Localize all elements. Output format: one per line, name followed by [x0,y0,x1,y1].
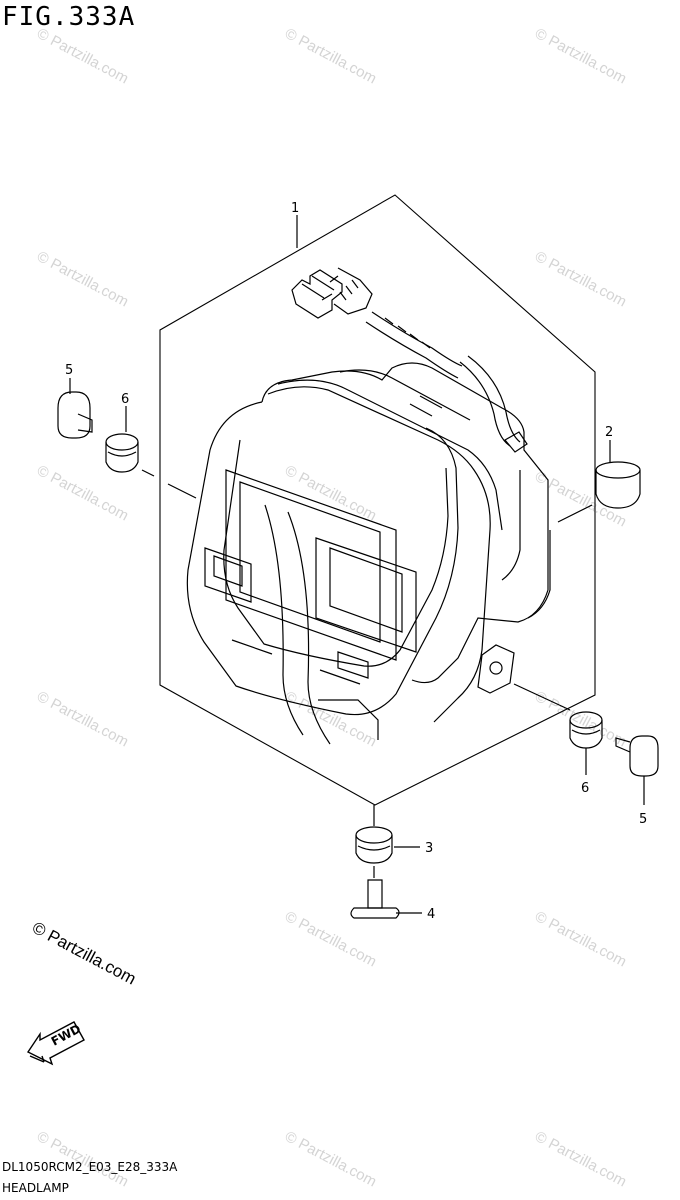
figure-title: FIG.333A [2,2,136,32]
callout-5-left: 5 [65,363,73,378]
connector-harness [291,267,528,453]
leader-2b [557,504,593,523]
part-3-grommet-bottom [355,805,420,864]
headlamp-housing [261,362,551,723]
callout-6-right: 6 [581,781,589,796]
callout-3: 3 [425,841,433,856]
callout-2: 2 [605,425,613,440]
part-4-bolt-bottom [350,866,422,919]
assembly-outline [159,194,596,806]
callout-6-left: 6 [121,392,129,407]
section-name: HEADLAMP [2,1181,69,1195]
fwd-arrow-icon: FWD [26,1021,85,1066]
part-2-cap [595,461,641,509]
callout-4: 4 [427,907,435,922]
callout-5-right: 5 [639,812,647,827]
callout-1: 1 [291,201,299,216]
model-code: DL1050RCM2_E03_E28_333A [2,1160,178,1174]
part-6-grommet-right [513,683,603,775]
part-6-grommet-left [105,406,197,499]
part-5-bolt-right [615,735,659,805]
part-5-bolt-left [57,378,93,439]
front-bezel [186,401,459,745]
